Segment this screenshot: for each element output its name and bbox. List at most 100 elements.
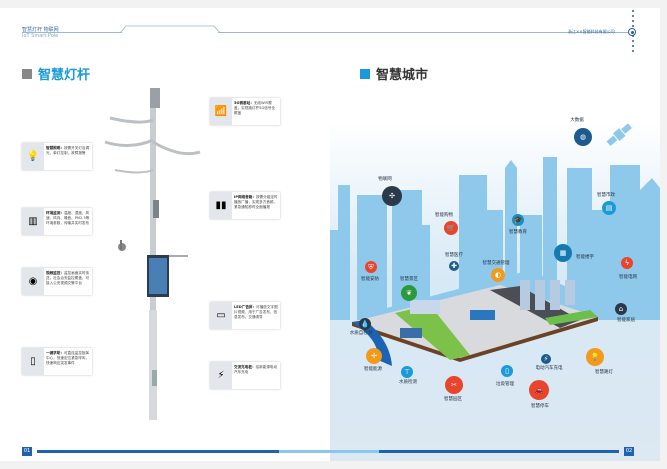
ring-marker-icon (628, 28, 636, 36)
city-label: 智能能源 (364, 367, 382, 372)
feature-text: 一键求助：可直连监控指挥中心，快速定位紧急呼叫，快速响应突发事件 (44, 348, 92, 375)
feature-text: IP网络音箱：按需分组定时播放广播，实现多方音频，紧急通知即时全面播报 (232, 192, 280, 219)
feature-card: 💡智慧照明：按需开关灯及调光，单灯控制，故障报警 (22, 143, 92, 170)
shield-icon: ⛨ (365, 261, 377, 273)
wind-turbine-icon: ✢ (366, 348, 382, 364)
dome-camera-icon: ◉ (22, 268, 44, 295)
city-label: 智能家居 (617, 318, 635, 323)
title-text: 智慧灯杆 (38, 68, 91, 83)
title-text: 智慧城市 (376, 68, 429, 83)
faucet-icon: ⊤ (401, 366, 413, 378)
footer-bar (279, 450, 379, 453)
lightbulb-icon: 💡 (586, 348, 604, 366)
feature-card: ▯一键求助：可直连监控指挥中心，快速定位紧急呼叫，快速响应突发事件 (22, 348, 92, 375)
city-label: 智能购物 (435, 213, 453, 218)
city-label: 水质自检测 (349, 331, 373, 336)
city-label: 智慧教育 (509, 230, 527, 235)
feature-title: 视频监控： (46, 271, 64, 275)
feature-card: 📶5G微基站：无线WiFi覆盖，实现路灯杆5G信号全覆盖 (210, 98, 280, 125)
feature-text: 交流充电桩：给新能源电动汽车充电 (232, 362, 280, 389)
footer-bar (37, 450, 279, 453)
feature-desc: 可播放文字图片视频，用于广告发布、信息发布，交通诱导 (234, 305, 278, 319)
feature-text: LED广告屏：可播放文字图片视频，用于广告发布、信息发布，交通诱导 (232, 302, 280, 329)
city-label: 智能楼宇 (576, 255, 594, 260)
feature-text: 智慧照明：按需开关灯及调光，单灯控制，故障报警 (44, 143, 92, 170)
feature-desc: 无线WiFi覆盖，实现路灯杆5G信号全覆盖 (234, 101, 276, 115)
building-icon: ▦ (554, 244, 572, 262)
feature-desc: 按需开关灯及调光，单灯控制，故障报警 (46, 146, 90, 155)
network-hub-icon: ✣ (382, 186, 402, 206)
city-platform-illustration (352, 280, 598, 366)
city-label: 大数据 (570, 118, 584, 123)
square-bullet-icon (22, 68, 32, 79)
feature-title: 环境监测： (46, 211, 64, 215)
tools-icon: ✂ (445, 376, 463, 394)
city-label: 智慧园区 (444, 397, 462, 402)
feature-title: 智慧照明： (46, 146, 64, 150)
graduation-cap-icon: 🎓 (512, 214, 524, 226)
header-line (218, 32, 628, 33)
feature-desc: 温度、湿度、风速、风向、噪音、PM2.5等环境参数，传输并实时发布 (46, 211, 90, 225)
feature-desc: 给新能源电动汽车充电 (234, 365, 278, 374)
city-label: 智慧交通管理 (482, 261, 510, 266)
brand-en: IoT Smart Pole (22, 33, 59, 39)
feature-desc: 按需分组定时播放广播，实现多方音频，紧急通知即时全面播报 (234, 195, 278, 209)
ev-plug-icon: ⚡ (541, 354, 551, 364)
shopping-cart-icon: 🛒 (444, 221, 458, 235)
feature-text: 5G微基站：无线WiFi覆盖，实现路灯杆5G信号全覆盖 (232, 98, 280, 125)
folder-icon: ▤ (602, 201, 616, 215)
footer-bar (379, 450, 619, 453)
page-number-left: 01 (22, 447, 32, 456)
medical-icon: ✚ (449, 261, 459, 271)
section-title-smart-city: 智慧城市 (360, 64, 428, 83)
smart-pole-illustration (104, 88, 201, 420)
city-label: 垃圾管理 (496, 382, 514, 387)
feature-card: ◉视频监控：监控画面实时传送，社会治安监控覆盖，可接入公安视频交警平台 (22, 268, 92, 295)
feature-title: IP网络音箱： (234, 195, 256, 199)
wifi-icon: 📶 (210, 98, 232, 125)
feature-title: LED广告屏： (234, 305, 257, 309)
header-tab-shape (120, 25, 220, 34)
home-icon: ⌂ (615, 303, 627, 315)
power-tower-icon: ϟ (621, 257, 633, 269)
city-label: 智能安防 (361, 277, 379, 282)
feature-title: 5G微基站： (234, 101, 254, 105)
city-label: 电动汽车充电 (535, 366, 563, 371)
feature-card: ▭LED广告屏：可播放文字图片视频，用于广告发布、信息发布，交通诱导 (210, 302, 280, 329)
satellite-icon (606, 123, 632, 146)
city-label: 智慧医疗 (445, 253, 463, 258)
brand-block: 智慧灯杆 物联网 IoT Smart Pole (22, 27, 59, 39)
globe-icon: ◍ (574, 128, 592, 146)
city-label: 智慧市政 (597, 193, 615, 198)
feature-title: 一键求助： (46, 351, 64, 355)
leaf-icon: ❦ (401, 285, 417, 301)
car-icon: 🚗 (529, 380, 549, 400)
square-bullet-icon (360, 68, 370, 79)
brand-cn: 智慧灯杆 物联网 (22, 27, 59, 33)
city-label: 智能电网 (619, 275, 637, 280)
company-name: 浙江××智能科技有限公司 (568, 29, 615, 34)
led-screen-icon: ▭ (210, 302, 232, 329)
section-title-smart-pole: 智慧灯杆 (22, 64, 90, 83)
feature-card: ▮▮IP网络音箱：按需分组定时播放广播，实现多方音频，紧急通知即时全面播报 (210, 192, 280, 219)
emergency-call-icon: ▯ (22, 348, 44, 375)
city-label: 智慧停车 (531, 404, 549, 409)
ip-broadcast-icon: ▮▮ (210, 192, 232, 219)
lightbulb-icon: 💡 (22, 143, 44, 170)
feature-desc: 监控画面实时传送，社会治安监控覆盖，可接入公安视频交警平台 (46, 271, 90, 285)
city-label: 智慧路灯 (595, 370, 613, 375)
page-number-right: 02 (624, 447, 634, 456)
city-label: 水质检测 (399, 380, 417, 385)
ev-charger-icon: ⚡ (210, 362, 232, 389)
water-drop-icon: 💧 (359, 318, 371, 330)
feature-text: 视频监控：监控画面实时传送，社会治安监控覆盖，可接入公安视频交警平台 (44, 268, 92, 295)
cctv-camera-icon: ◐ (491, 268, 505, 282)
header-line (22, 32, 122, 33)
feature-desc: 可直连监控指挥中心，快速定位紧急呼叫，快速响应突发事件 (46, 351, 90, 365)
feature-card: ⚡交流充电桩：给新能源电动汽车充电 (210, 362, 280, 389)
city-label: 智慧景区 (400, 277, 418, 282)
city-label: 物联网 (378, 177, 392, 182)
weather-sensor-icon: ▥ (22, 208, 44, 235)
city-skyline-illustration (330, 157, 660, 320)
feature-text: 环境监测：温度、湿度、风速、风向、噪音、PM2.5等环境参数，传输并实时发布 (44, 208, 92, 235)
